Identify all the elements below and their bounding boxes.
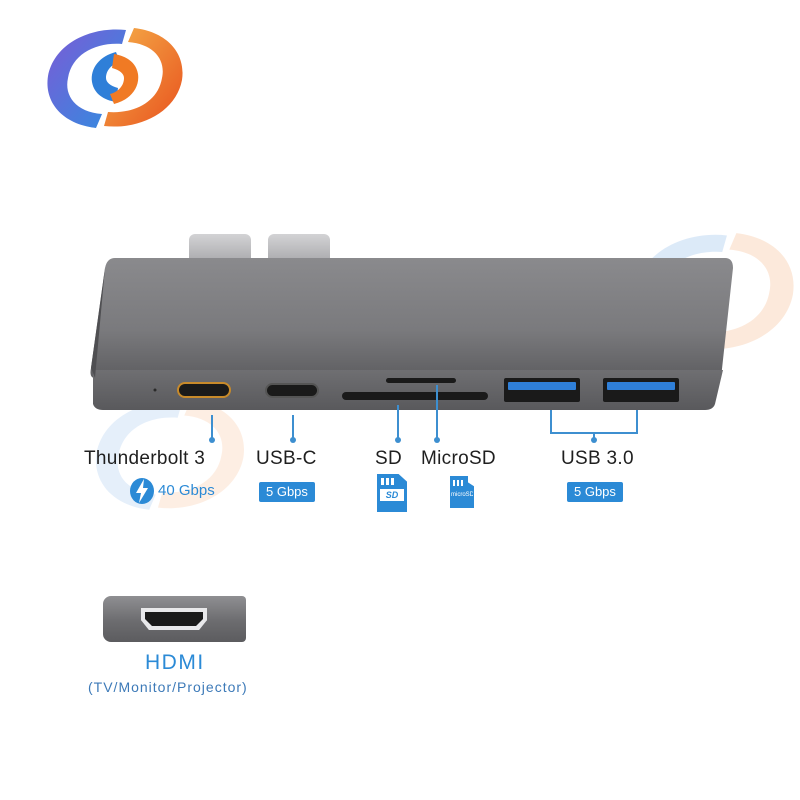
usb3-speed-badge: 5 Gbps: [567, 482, 623, 502]
hdmi-sublabel: (TV/Monitor/Projector): [88, 679, 248, 695]
usbc-label: USB-C: [256, 448, 317, 469]
usb-3-port-2: [603, 378, 679, 402]
usb-c-port: [265, 383, 319, 398]
sd-label: SD: [375, 448, 402, 469]
microsd-card-icon-text: microSD: [451, 492, 473, 498]
microsd-leader-line: [436, 385, 438, 440]
usb3-bracket: [550, 410, 638, 434]
thunderbolt-label: Thunderbolt 3: [84, 448, 206, 469]
usb3-leader-dot: [591, 437, 597, 443]
brand-logo-icon: [47, 28, 183, 129]
sd-card-icon: SD: [377, 474, 407, 512]
thunderbolt-bolt-icon: [130, 478, 154, 504]
watermark-logo-icon: [95, 400, 245, 510]
hdmi-port-icon: [141, 608, 207, 630]
hdmi-port-panel: [103, 596, 246, 642]
sd-leader-line: [397, 405, 399, 440]
sd-leader-dot: [395, 437, 401, 443]
usb-3-port-1: [504, 378, 580, 402]
thunderbolt-leader-line: [211, 415, 213, 440]
sd-card-icon-text: SD: [385, 490, 399, 500]
thunderbolt-leader-dot: [209, 437, 215, 443]
thunderbolt-speed: 40 Gbps: [158, 482, 215, 499]
sd-slot: [342, 392, 488, 400]
hdmi-label: HDMI: [145, 651, 205, 674]
usb3-label: USB 3.0: [561, 448, 634, 469]
thunderbolt-3-port: [177, 382, 231, 398]
microsd-label: MicroSD: [421, 448, 496, 469]
usbc-leader-dot: [290, 437, 296, 443]
microsd-card-icon: microSD: [450, 476, 474, 508]
microsd-slot: [386, 378, 456, 383]
usbc-leader-line: [292, 415, 294, 440]
usbc-speed-badge: 5 Gbps: [259, 482, 315, 502]
microsd-leader-dot: [434, 437, 440, 443]
usb3-leader-line: [593, 432, 595, 440]
